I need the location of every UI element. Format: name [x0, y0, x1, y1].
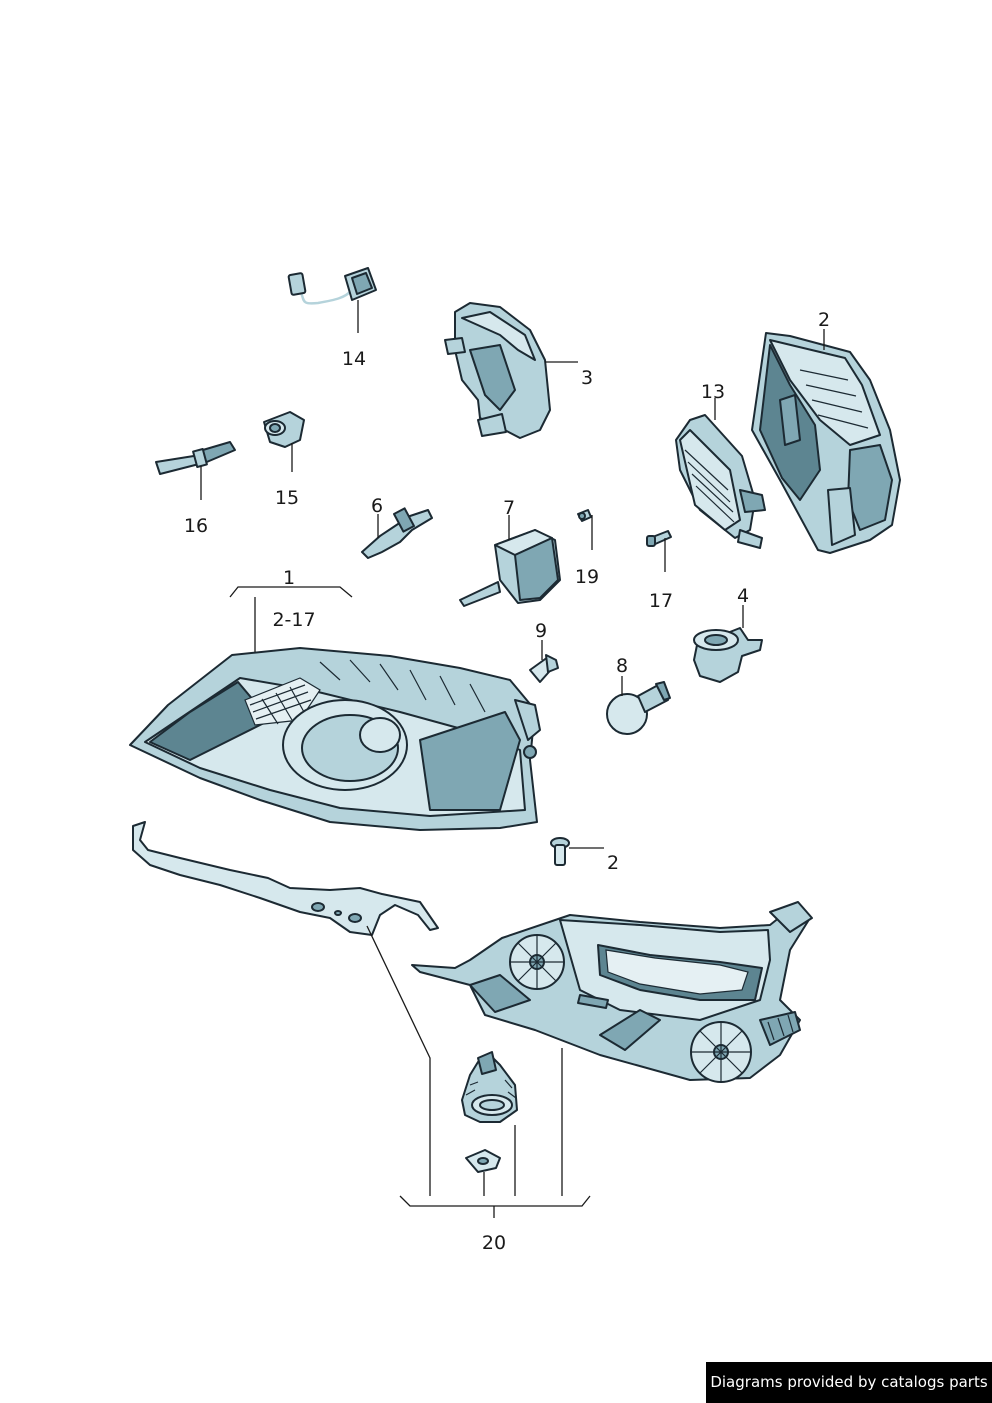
label-part-17: 17: [649, 590, 673, 612]
part-19-screw: [577, 509, 592, 522]
label-part-15: 15: [275, 487, 299, 509]
part-20-bracket-set: [132, 821, 813, 1173]
label-part-7: 7: [503, 497, 515, 519]
part-4-bulb-socket: [693, 627, 763, 683]
part-2-housing: [751, 332, 901, 554]
part-6-stud: [361, 507, 433, 559]
label-part-8: 8: [616, 655, 628, 677]
label-part-20: 20: [482, 1232, 506, 1254]
part-17-screw: [646, 530, 672, 547]
label-part-3: 3: [581, 367, 593, 389]
part-14-wiring-harness: [287, 267, 377, 305]
part-9-small-bulb: [529, 654, 559, 683]
label-part-2-bottom: 2: [607, 852, 619, 874]
part-8-bulb: [606, 681, 671, 735]
label-part-9: 9: [535, 620, 547, 642]
label-part-19: 19: [575, 566, 599, 588]
part-15-grommet: [263, 411, 305, 448]
part-2-screw: [550, 837, 570, 866]
label-part-2-top: 2: [818, 309, 830, 331]
part-16-bolt: [155, 441, 236, 475]
part-7-xenon-bulb: [459, 529, 561, 607]
label-part-1: 1: [283, 567, 295, 589]
credit-banner: Diagrams provided by catalogs parts: [706, 1362, 992, 1403]
label-part-1-range: 2-17: [272, 609, 315, 631]
part-13-control-unit: [675, 414, 766, 549]
part-1-fog-lamp-assembly: [129, 647, 541, 831]
label-part-6: 6: [371, 495, 383, 517]
label-part-13: 13: [701, 381, 725, 403]
label-part-4: 4: [737, 585, 749, 607]
label-part-14: 14: [342, 348, 366, 370]
part-3-holder: [444, 302, 551, 439]
label-part-16: 16: [184, 515, 208, 537]
